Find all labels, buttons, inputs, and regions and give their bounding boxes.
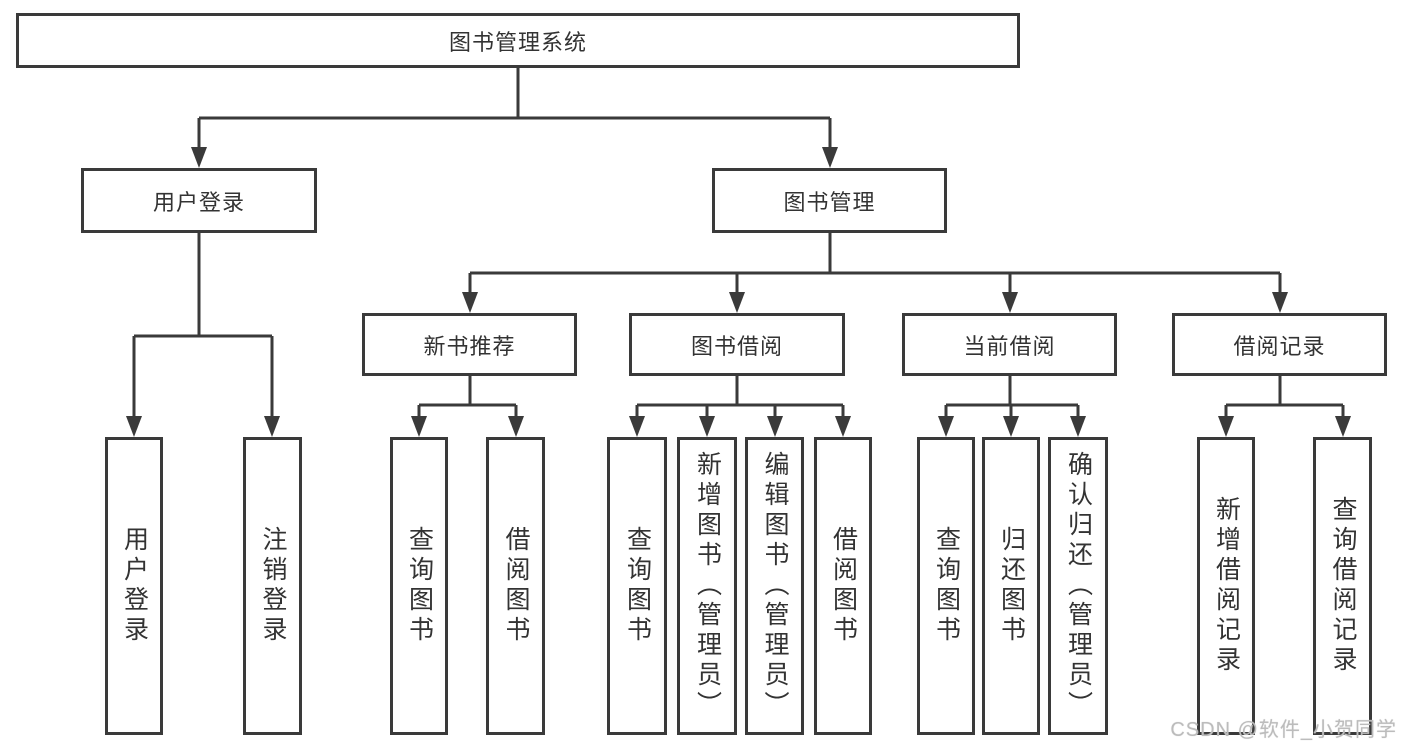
- leaf-label: 查询图书: [932, 526, 961, 646]
- arrow-down-icon: [699, 416, 715, 437]
- connector-current-borrow-children: [938, 376, 1086, 437]
- node-root-label: 图书管理系统: [448, 29, 587, 55]
- node-book-borrow: 图书借阅: [629, 313, 845, 376]
- node-current-borrow: 当前借阅: [902, 313, 1117, 376]
- leaf-user-login: 用户登录: [105, 437, 163, 735]
- arrow-down-icon: [729, 292, 745, 313]
- node-label: 新书推荐: [423, 333, 516, 359]
- arrow-down-icon: [938, 416, 954, 437]
- arrow-down-icon: [264, 416, 280, 437]
- leaf-add-borrow-record: 新增借阅记录: [1197, 437, 1255, 735]
- leaf-borrow-books: 借阅图书: [486, 437, 545, 735]
- leaf-confirm-return-admin: 确认归还（管理员）: [1048, 437, 1108, 735]
- node-new-book-rec: 新书推荐: [362, 313, 577, 376]
- csdn-watermark: CSDN @软件_小贺同学: [1170, 719, 1397, 741]
- connector-user-login-children: [126, 233, 280, 437]
- leaf-edit-book-admin: 编辑图书（管理员）: [745, 437, 804, 735]
- node-label: 借阅记录: [1233, 333, 1326, 359]
- arrow-down-icon: [126, 416, 142, 437]
- arrow-down-icon: [1335, 416, 1351, 437]
- leaf-query-books: 查询图书: [607, 437, 667, 735]
- leaf-label: 新增图书（管理员）: [693, 451, 722, 721]
- node-label: 图书借阅: [690, 333, 783, 359]
- leaf-label: 查询图书: [405, 526, 434, 646]
- leaf-query-books: 查询图书: [917, 437, 975, 735]
- arrow-down-icon: [1070, 416, 1086, 437]
- connector-new-book-rec-children: [411, 376, 524, 437]
- arrow-down-icon: [835, 416, 851, 437]
- leaf-label: 借阅图书: [829, 526, 858, 646]
- connector-book-borrow-children: [629, 376, 851, 437]
- leaf-label: 借阅图书: [502, 526, 530, 646]
- leaf-label: 确认归还（管理员）: [1064, 451, 1093, 721]
- node-label: 图书管理: [783, 189, 876, 215]
- node-borrow-records: 借阅记录: [1172, 313, 1387, 376]
- connector-borrow-records-children: [1218, 376, 1351, 437]
- leaf-label: 查询图书: [623, 526, 652, 646]
- node-label: 用户登录: [152, 189, 245, 215]
- node-book-mgmt: 图书管理: [712, 168, 947, 233]
- arrow-down-icon: [411, 416, 427, 437]
- leaf-borrow-books: 借阅图书: [814, 437, 872, 735]
- leaf-label: 查询借阅记录: [1329, 496, 1357, 676]
- connector-root-to-level2: [191, 68, 838, 168]
- leaf-add-book-admin: 新增图书（管理员）: [677, 437, 737, 735]
- arrow-down-icon: [191, 147, 207, 168]
- arrow-down-icon: [629, 416, 645, 437]
- node-root: 图书管理系统: [16, 13, 1020, 68]
- leaf-label: 用户登录: [120, 526, 149, 646]
- connector-book-mgmt-children: [462, 233, 1288, 313]
- leaf-query-books: 查询图书: [390, 437, 448, 735]
- arrow-down-icon: [462, 292, 478, 313]
- arrow-down-icon: [1272, 292, 1288, 313]
- node-user-login: 用户登录: [81, 168, 317, 233]
- leaf-label: 编辑图书（管理员）: [761, 451, 789, 721]
- leaf-return-book: 归还图书: [982, 437, 1040, 735]
- arrow-down-icon: [767, 416, 783, 437]
- arrow-down-icon: [508, 416, 524, 437]
- node-label: 当前借阅: [963, 333, 1056, 359]
- arrow-down-icon: [822, 147, 838, 168]
- leaf-label: 注销登录: [259, 526, 287, 646]
- arrow-down-icon: [1003, 416, 1019, 437]
- arrow-down-icon: [1002, 292, 1018, 313]
- leaf-query-borrow-record: 查询借阅记录: [1313, 437, 1372, 735]
- leaf-label: 新增借阅记录: [1212, 496, 1241, 676]
- leaf-label: 归还图书: [997, 526, 1026, 646]
- arrow-down-icon: [1218, 416, 1234, 437]
- leaf-logout: 注销登录: [243, 437, 302, 735]
